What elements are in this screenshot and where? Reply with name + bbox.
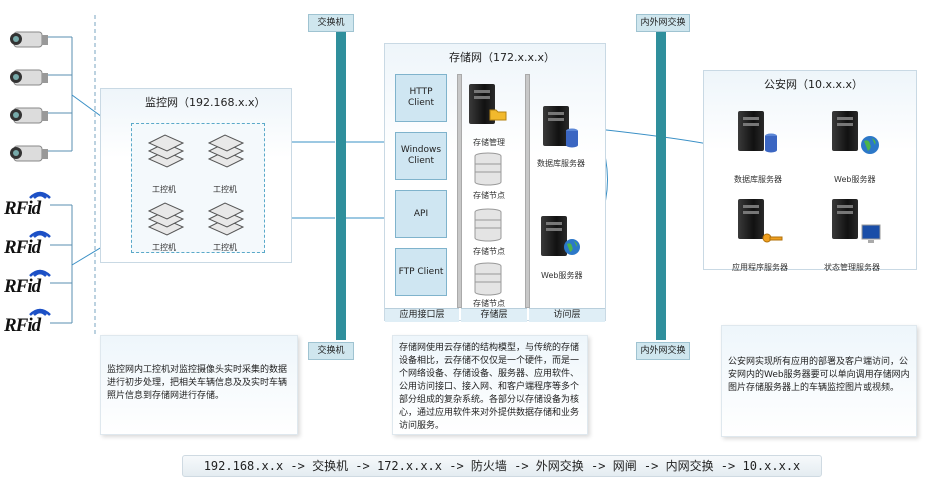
rfid-label: RFid — [4, 198, 41, 219]
switch-label-top-right: 内外网交换 — [636, 14, 690, 32]
client-ftp: FTP Client — [395, 248, 447, 296]
pc-label: 工控机 — [213, 185, 237, 194]
switch-bar-right — [656, 28, 666, 340]
rfid-icon: RFid — [4, 264, 56, 298]
rfid-icon: RFid — [4, 186, 56, 220]
monitor-net-panel: 监控网（192.168.x.x） 工控机 工控机 工控机 工控机 — [100, 88, 292, 263]
police-db-server-icon — [738, 111, 764, 151]
rfid-label: RFid — [4, 276, 41, 297]
police-web-server-label: Web服务器 — [834, 175, 876, 184]
camera-icon — [8, 65, 50, 91]
pc-label: 工控机 — [152, 185, 176, 194]
client-http: HTTP Client — [395, 74, 447, 122]
storage-net-title: 存储网（172.x.x.x） — [449, 51, 556, 64]
police-net-title: 公安网（10.x.x.x） — [764, 78, 864, 91]
db-server-label: 数据库服务器 — [537, 159, 585, 168]
layer-divider — [525, 74, 530, 308]
rfid-label: RFid — [4, 315, 41, 336]
app-server-label: 应用程序服务器 — [732, 263, 788, 272]
storage-node-icon — [473, 208, 503, 246]
monitor-net-note: 监控网内工控机对监控摄像头实时采集的数据进行初步处理，把相关车辆信息及及实时车辆… — [100, 335, 298, 435]
key-icon — [762, 229, 784, 248]
pc-icon — [147, 133, 185, 173]
police-web-server-icon — [832, 111, 858, 151]
app-server-icon — [738, 199, 764, 239]
database-icon — [565, 128, 579, 152]
globe-icon — [563, 238, 581, 260]
monitor-icon — [860, 223, 884, 249]
layer-label-app: 应用接口层 — [385, 308, 459, 322]
police-net-panel: 公安网（10.x.x.x） 数据库服务器 Web服务器 应用程序服务器 状态管理… — [703, 70, 917, 272]
storage-node-label: 存储节点 — [473, 299, 505, 308]
rfid-icon: RFid — [4, 225, 56, 259]
camera-icon — [8, 141, 50, 167]
police-net-note: 公安网实现所有应用的部署及客户端访问，公安网内的Web服务器要可以单向调用存储网… — [721, 325, 917, 437]
storage-net-note: 存储网使用云存储的结构模型，与传统的存储设备相比，云存储不仅仅是一个硬件，而是一… — [392, 335, 588, 435]
client-windows: Windows Client — [395, 132, 447, 180]
monitor-net-title: 监控网（192.168.x.x） — [145, 96, 266, 109]
web-server-icon — [541, 216, 567, 256]
storage-mgmt-label: 存储管理 — [473, 138, 505, 147]
pc-label: 工控机 — [213, 243, 237, 252]
db-server-icon — [543, 106, 569, 146]
storage-node-label: 存储节点 — [473, 191, 505, 200]
rfid-label: RFid — [4, 237, 41, 258]
folder-icon — [489, 106, 507, 125]
pc-label: 工控机 — [152, 243, 176, 252]
web-server-label: Web服务器 — [541, 271, 583, 280]
status-server-label: 状态管理服务器 — [824, 263, 880, 272]
storage-net-panel: 存储网（172.x.x.x） HTTP Client Windows Clien… — [384, 43, 606, 322]
client-api: API — [395, 190, 447, 238]
camera-icon — [8, 27, 50, 53]
layer-label-storage: 存储层 — [461, 308, 527, 322]
pc-icon — [207, 201, 245, 241]
storage-node-label: 存储节点 — [473, 247, 505, 256]
pc-icon — [147, 201, 185, 241]
storage-node-icon — [473, 262, 503, 300]
switch-label-bottom-left: 交换机 — [308, 342, 354, 360]
database-icon — [764, 133, 778, 157]
status-server-icon — [832, 199, 858, 239]
storage-node-icon — [473, 152, 503, 190]
rfid-icon: RFid — [4, 303, 56, 337]
police-db-server-label: 数据库服务器 — [734, 175, 782, 184]
network-path-footer: 192.168.x.x -> 交换机 -> 172.x.x.x -> 防火墙 -… — [182, 455, 822, 477]
switch-bar-left — [336, 28, 346, 340]
layer-label-access: 访问层 — [529, 308, 605, 322]
camera-icon — [8, 103, 50, 129]
pc-icon — [207, 133, 245, 173]
layer-divider — [457, 74, 462, 308]
switch-label-top-left: 交换机 — [308, 14, 354, 32]
switch-label-bottom-right: 内外网交换 — [636, 342, 690, 360]
globe-icon — [860, 135, 880, 159]
